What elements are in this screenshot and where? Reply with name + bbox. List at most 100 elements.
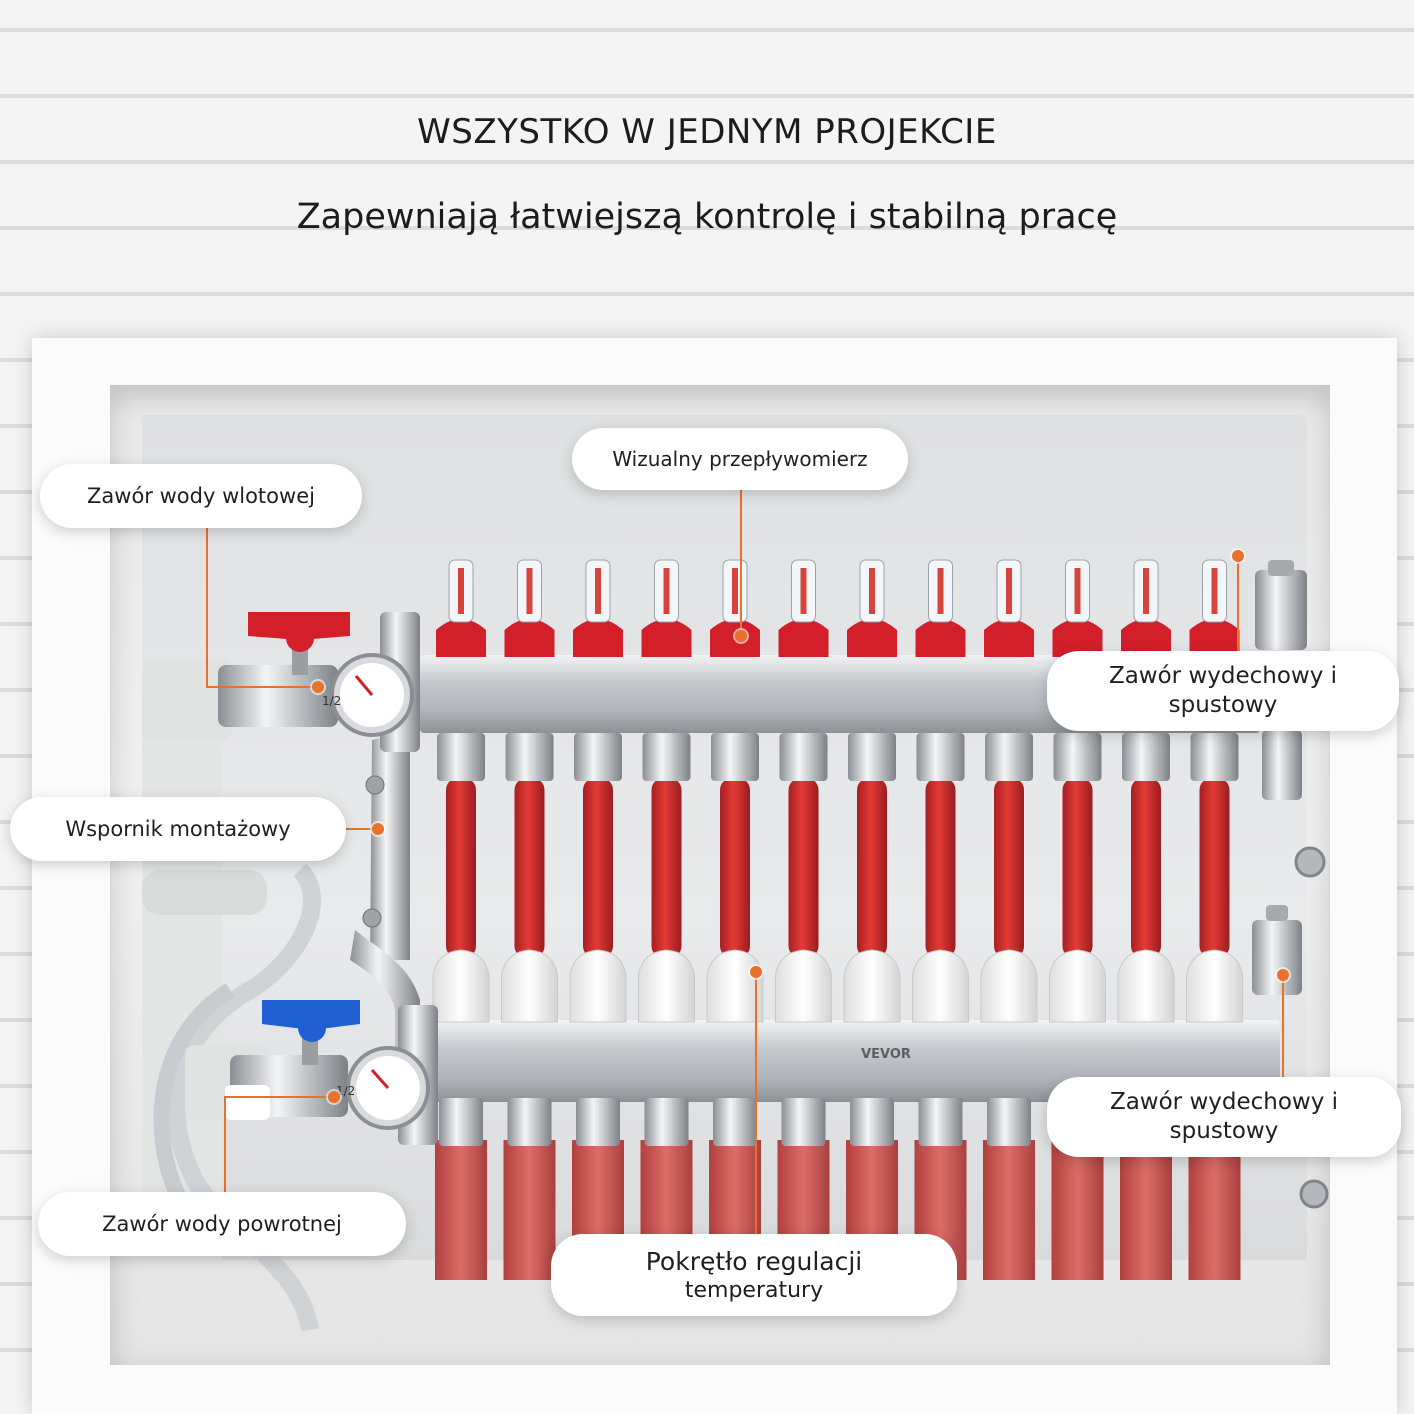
insulated-pipe	[1051, 1140, 1104, 1280]
red-pipe	[925, 778, 956, 958]
leader-bracket	[346, 828, 376, 830]
callout-mounting-bracket-text: Wspornik montażowy	[65, 816, 291, 841]
temp-knob-cap	[432, 949, 490, 1023]
supply-fitting	[1053, 733, 1102, 781]
supply-fitting	[505, 733, 554, 781]
return-size-label: 1/2	[336, 1084, 355, 1098]
callout-inlet-valve-text: Zawór wody wlotowej	[87, 483, 315, 508]
marker-temp-knob	[750, 966, 762, 978]
supply-fitting	[574, 733, 622, 781]
flowmeter-scale	[1211, 568, 1218, 614]
brand-mark: VEVOR	[861, 1047, 911, 1062]
supply-fitting	[985, 733, 1033, 781]
temp-knob-cap	[980, 949, 1038, 1023]
red-pipe	[1199, 778, 1230, 958]
callout-temp-knob-line1: Pokrętło regulacji	[645, 1246, 863, 1276]
temp-knob-cap	[1186, 949, 1243, 1023]
return-fitting	[713, 1098, 757, 1146]
flowmeter-base	[436, 619, 486, 657]
inlet-thermometer: 1/2	[322, 612, 420, 752]
temp-knob-cap	[843, 949, 901, 1023]
red-pipe	[857, 778, 887, 958]
callout-mounting-bracket: Wspornik montażowy	[10, 797, 346, 861]
supply-fitting	[916, 733, 965, 781]
return-fitting	[987, 1098, 1031, 1146]
temp-knob-cap	[638, 949, 695, 1023]
temp-knob-cap	[569, 949, 627, 1023]
top-vent-drain-valve	[1255, 560, 1326, 878]
leader-vent-top	[1237, 556, 1239, 656]
flowmeter-base	[915, 619, 966, 657]
marker-inlet-valve	[312, 681, 324, 693]
temp-knob-cap	[912, 949, 969, 1023]
page-subtitle: Zapewniają łatwiejszą kontrolę i stabiln…	[296, 197, 1118, 237]
red-pipe	[583, 778, 613, 958]
flowmeter-scale	[937, 568, 944, 614]
flowmeter-base	[1052, 619, 1103, 657]
supply-fitting	[1122, 733, 1170, 781]
return-ball-valve	[225, 1000, 360, 1120]
insulated-pipe	[1188, 1140, 1241, 1280]
marker-bracket	[372, 823, 384, 835]
red-pipe	[514, 778, 545, 958]
return-fitting	[644, 1098, 689, 1146]
flowmeter-scale	[1074, 568, 1081, 614]
callout-vent-valve-top: Zawór wydechowy i spustowy	[1047, 651, 1399, 731]
leader-vent-bottom	[1282, 975, 1284, 1077]
leader-temp-knob	[755, 972, 757, 1234]
marker-vent-bottom	[1277, 969, 1289, 981]
return-fitting	[439, 1098, 483, 1146]
flowmeter-base	[847, 619, 897, 657]
flowmeter-scale	[732, 568, 738, 614]
red-pipe	[994, 778, 1024, 958]
leader-flowmeter	[740, 490, 742, 635]
callout-vent-valve-bottom-line2: spustowy	[1169, 1118, 1279, 1144]
red-pipe	[788, 778, 819, 958]
callout-flowmeter: Wizualny przepływomierz	[572, 428, 908, 490]
flowmeter-base	[504, 619, 555, 657]
leader-inlet-valve-h	[206, 686, 316, 688]
supply-fitting	[642, 733, 691, 781]
leader-return-valve	[224, 1097, 226, 1193]
inlet-size-label: 1/2	[322, 694, 341, 708]
callout-vent-valve-top-line2: spustowy	[1168, 692, 1278, 718]
callout-return-valve-text: Zawór wody powrotnej	[102, 1211, 342, 1236]
flowmeter-scale	[869, 568, 875, 614]
red-pipe	[720, 778, 750, 958]
callout-vent-valve-bottom: Zawór wydechowy i spustowy	[1047, 1077, 1401, 1157]
supply-fitting	[1190, 733, 1239, 781]
callout-temp-knob: Pokrętło regulacji temperatury	[551, 1234, 957, 1316]
flowmeter-base	[1121, 619, 1171, 657]
flowmeter-base	[573, 619, 623, 657]
temp-knob-cap	[501, 949, 558, 1023]
leader-return-valve-h	[224, 1096, 334, 1098]
return-fitting	[576, 1098, 620, 1146]
marker-vent-top	[1232, 550, 1244, 562]
flowmeter-scale	[526, 568, 533, 614]
flowmeter-base	[984, 619, 1034, 657]
callout-temp-knob-line2: temperatury	[684, 1277, 824, 1303]
return-thermometer: 1/2	[336, 1005, 438, 1145]
red-pipe	[446, 778, 476, 958]
callout-return-valve: Zawór wody powrotnej	[38, 1192, 406, 1256]
supply-pipes	[142, 660, 321, 1332]
callout-inlet-valve: Zawór wody wlotowej	[40, 464, 362, 528]
red-pipe	[1131, 778, 1161, 958]
page-title: WSZYSTKO W JEDNYM PROJEKCIE	[417, 112, 997, 152]
insulated-pipe	[983, 1140, 1035, 1280]
flowmeter-scale	[800, 568, 807, 614]
temp-knob-cap	[1117, 949, 1175, 1023]
supply-fitting	[848, 733, 896, 781]
callout-vent-valve-bottom-line1: Zawór wydechowy i	[1109, 1089, 1339, 1116]
inlet-ball-valve	[218, 612, 350, 727]
flowmeter-scale	[595, 568, 601, 614]
flowmeter-scale	[458, 568, 464, 614]
supply-fitting	[437, 733, 485, 781]
callout-vent-valve-top-line1: Zawór wydechowy i	[1108, 663, 1338, 690]
supply-fitting	[779, 733, 828, 781]
return-fitting	[781, 1098, 826, 1146]
insulated-pipe	[503, 1140, 556, 1280]
marker-return-valve	[328, 1091, 340, 1103]
return-fitting	[918, 1098, 963, 1146]
temp-knob-cap	[1049, 949, 1106, 1023]
